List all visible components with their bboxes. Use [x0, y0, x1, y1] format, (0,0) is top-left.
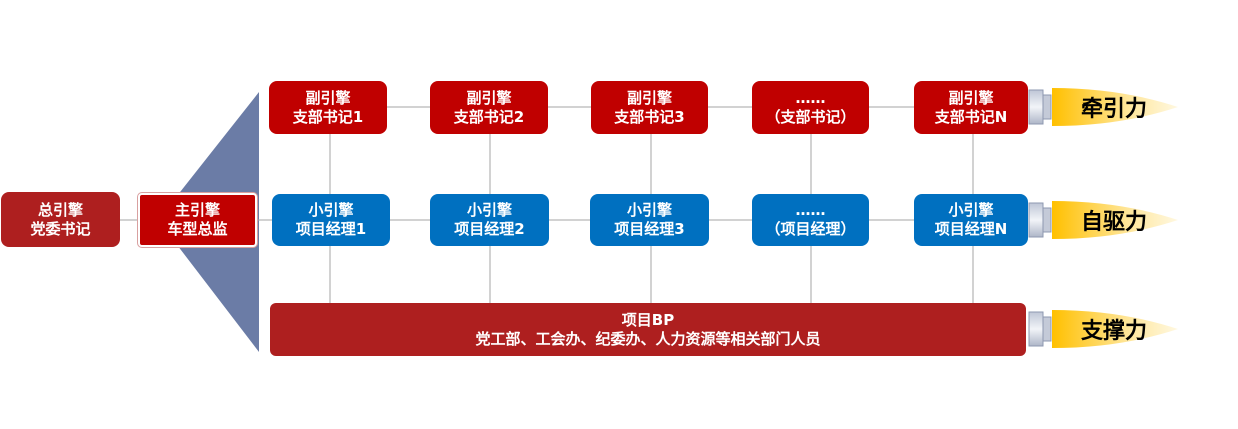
secretary-box-3: 副引擎 支部书记3: [591, 81, 708, 134]
manager-box-role: 项目经理2: [454, 220, 525, 238]
secretary-box-title: 副引擎: [626, 88, 672, 107]
manager-box-role: 项目经理3: [614, 220, 685, 238]
secretary-box-title: 副引擎: [466, 88, 512, 107]
project-bp-bar: 项目BP 党工部、工会办、纪委办、人力资源等相关部门人员: [270, 303, 1026, 356]
secretary-box-role: 支部书记1: [292, 107, 364, 126]
connector-lines: [120, 106, 974, 303]
manager-box-title: 小引擎: [948, 201, 994, 219]
secretary-box-etc: …… （支部书记）: [752, 81, 869, 134]
secretary-box-title: ……: [795, 88, 826, 107]
chief-engine-title: 总引擎: [37, 200, 83, 219]
manager-box-etc: …… （项目经理）: [752, 194, 869, 246]
chief-engine-role: 党委书记: [30, 219, 91, 238]
flame-nozzle-traction: [1028, 88, 1178, 126]
main-engine-title: 主引擎: [174, 201, 220, 219]
manager-box-3: 小引擎 项目经理3: [590, 194, 709, 246]
manager-box-role: （项目经理）: [765, 220, 856, 238]
support-force-label: 支撑力: [1080, 319, 1147, 344]
secretary-box-title: 副引擎: [948, 88, 994, 107]
manager-box-title: 小引擎: [308, 201, 354, 219]
traction-force-label: 牵引力: [1080, 97, 1147, 122]
manager-box-n: 小引擎 项目经理N: [914, 194, 1028, 246]
secretary-box-role: 支部书记N: [934, 107, 1008, 126]
secretary-box-role: （支部书记）: [765, 107, 856, 126]
manager-box-title: ……: [795, 201, 826, 219]
manager-box-1: 小引擎 项目经理1: [272, 194, 390, 246]
manager-box-role: 项目经理1: [295, 220, 367, 238]
secretary-box-n: 副引擎 支部书记N: [914, 81, 1028, 134]
main-engine-box: 主引擎 车型总监: [138, 193, 257, 247]
chief-engine-box: 总引擎 党委书记: [1, 192, 120, 247]
main-engine-role: 车型总监: [167, 220, 228, 238]
secretary-box-role: 支部书记3: [614, 107, 685, 126]
manager-box-title: 小引擎: [626, 201, 672, 219]
secretary-box-2: 副引擎 支部书记2: [430, 81, 548, 134]
self-drive-force-label: 自驱力: [1080, 210, 1147, 235]
secretary-box-title: 副引擎: [305, 88, 351, 107]
flame-nozzle-self-drive: [1028, 201, 1178, 239]
manager-box-title: 小引擎: [466, 201, 512, 219]
secretary-box-1: 副引擎 支部书记1: [269, 81, 387, 134]
manager-box-role: 项目经理N: [934, 220, 1008, 238]
secretary-box-role: 支部书记2: [453, 107, 525, 126]
flame-nozzle-support: [1028, 310, 1178, 348]
project-bp-title: 项目BP: [621, 310, 675, 329]
manager-box-2: 小引擎 项目经理2: [430, 194, 549, 246]
project-bp-members: 党工部、工会办、纪委办、人力资源等相关部门人员: [475, 329, 821, 348]
